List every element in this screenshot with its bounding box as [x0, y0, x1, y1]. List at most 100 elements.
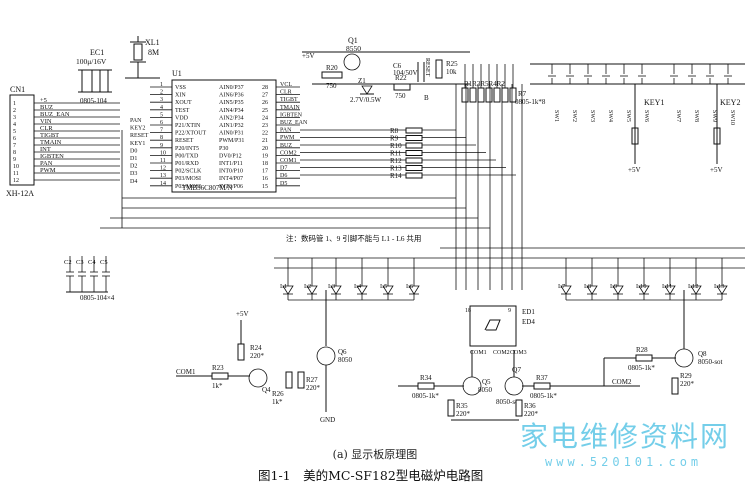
r35-ref: R35 — [456, 402, 468, 410]
mcu-right-pin-num: 19 — [262, 153, 268, 159]
r8-r14-body — [405, 127, 423, 134]
mcu-right-net: TMAIN — [280, 105, 300, 111]
mcu-left-net: D3 — [130, 171, 137, 177]
resistor-network-r7: R1R3R5R4R2 R7 0805-1k*8 — [461, 64, 546, 106]
bus-wires — [100, 84, 745, 290]
c2-c5-ref: C3 — [76, 259, 84, 266]
com2-net: COM2 — [612, 378, 632, 386]
u1-ref: U1 — [172, 69, 182, 78]
mcu-right-pin-name: AIN6/P36 — [219, 93, 244, 99]
mcu-left-pin-name: P21/XTIN — [175, 123, 201, 129]
cn1-signal: BUZ_EAN — [40, 111, 70, 118]
mcu-left-pin-num: 12 — [160, 166, 166, 172]
led-label: L3 — [328, 283, 335, 290]
note-text: 注：数码管 1、9 引脚不能与 L1 - L6 共用 — [286, 233, 421, 243]
xl1-value: 8M — [148, 48, 159, 57]
node-b: B — [424, 94, 429, 102]
mcu-right-pin-num: 26 — [262, 100, 268, 106]
reset-label: RESET — [424, 58, 430, 77]
cn1-pin: 4 — [13, 122, 16, 128]
switch-label: SW4 — [607, 110, 613, 122]
r7-element — [477, 87, 485, 103]
r23-value: 1k* — [212, 382, 223, 390]
mcu-right-net: D5 — [280, 181, 287, 187]
gnd-label: GND — [320, 416, 335, 424]
q5-ref: Q5 — [482, 378, 491, 386]
mcu-right-net: COM1 — [280, 158, 297, 164]
u1-part: TMB36C807M/N — [182, 184, 233, 192]
crystal-xl1: XL1 8M — [125, 36, 160, 79]
r8-r14-ref: R11 — [390, 150, 402, 158]
mcu-left-net: D0 — [130, 148, 137, 154]
figure-subcaption: (a) 显示板原理图 — [332, 448, 418, 461]
mcu-left-net: KEY2 — [130, 126, 145, 132]
cn1-signal: IGBTEN — [40, 153, 64, 160]
led-label: L1 — [280, 283, 287, 290]
switch-label: SW8 — [693, 110, 699, 122]
cn1-pin: 12 — [13, 178, 19, 184]
q4-ref: Q4 — [262, 386, 271, 394]
r27-ref: R27 — [306, 376, 318, 384]
r8-r14-body — [405, 165, 423, 171]
driver-q8: COM2 R28 0805-1k* Q8 8050-sot R29 220* — [603, 290, 723, 395]
r37-ref: R37 — [536, 374, 548, 382]
switch-label: SW7 — [675, 110, 681, 122]
cn1-pin: 10 — [13, 164, 19, 170]
led-label: L8 — [584, 283, 591, 290]
led-symbol — [716, 285, 728, 295]
mcu-left-pin-name: P02/SCLK — [175, 169, 202, 175]
cn1-pin: 5 — [13, 129, 16, 135]
q6-ref: Q6 — [338, 348, 347, 356]
r24-ref: R24 — [250, 344, 262, 352]
mcu-right-pin-num: 20 — [262, 146, 268, 152]
mcu-right-net: BUZ_EAN — [280, 120, 308, 126]
r28-value: 0805-1k* — [628, 364, 655, 372]
mcu-right-pin-num: 16 — [262, 176, 268, 182]
r24-value: 220* — [250, 352, 265, 360]
led-symbol — [408, 285, 420, 295]
mcu-left-net: KEY1 — [130, 141, 145, 147]
mcu-left-pin-name: RESET — [175, 138, 194, 144]
mcu-left-pin-num: 4 — [160, 105, 163, 111]
cn1-part: XH-12A — [6, 189, 34, 198]
cn1-pin: 1 — [13, 101, 16, 107]
mcu-right-pin-name: INT3/P06 — [219, 184, 243, 190]
mcu-left-pin-num: 5 — [160, 112, 163, 118]
mcu-right-pin-num: 23 — [262, 123, 268, 129]
plus5v-top: +5V — [302, 52, 315, 60]
mcu-left-net: RESET — [130, 133, 149, 139]
led-label: L9 — [610, 283, 617, 290]
key2-label: KEY2 — [720, 98, 740, 107]
q1-ref: Q1 — [348, 36, 358, 45]
q8-ref: Q8 — [698, 350, 707, 358]
r26-value: 1k* — [272, 398, 283, 406]
r8-r14-body — [405, 157, 423, 164]
mcu-right-pin-name: PWM/P31 — [219, 138, 244, 144]
r8-r14-ref: R13 — [390, 165, 402, 173]
mcu-right-pin-name: DV0/P12 — [219, 153, 242, 159]
cn1-pin: 3 — [13, 115, 16, 121]
cn1-pin: 11 — [13, 171, 19, 177]
mcu-left-net: PAN — [130, 118, 142, 124]
led-label: L2 — [304, 283, 311, 290]
cn1-signal: CLR — [40, 125, 53, 132]
led-symbol — [306, 285, 318, 295]
cn1-signal: PWM — [40, 167, 56, 174]
r22-value: 750 — [395, 92, 406, 100]
switch-label: SW2 — [571, 110, 577, 122]
mcu-left-pin-name: P03/MOSI — [175, 184, 201, 190]
mcu-right-pin-name: AIN0/P31 — [219, 131, 244, 137]
switch-label: SW1 — [553, 110, 559, 122]
mcu-right-net: VCL — [280, 82, 292, 88]
mcu-right-pin-name: AIN1/P32 — [219, 123, 244, 129]
mcu-right-pin-num: 27 — [262, 93, 268, 99]
led-label: L13 — [714, 283, 724, 290]
mcu-left-pin-num: 3 — [160, 97, 163, 103]
com2-pin: COM2 — [493, 350, 510, 356]
r7-element — [485, 87, 493, 103]
r7-element — [469, 87, 477, 103]
